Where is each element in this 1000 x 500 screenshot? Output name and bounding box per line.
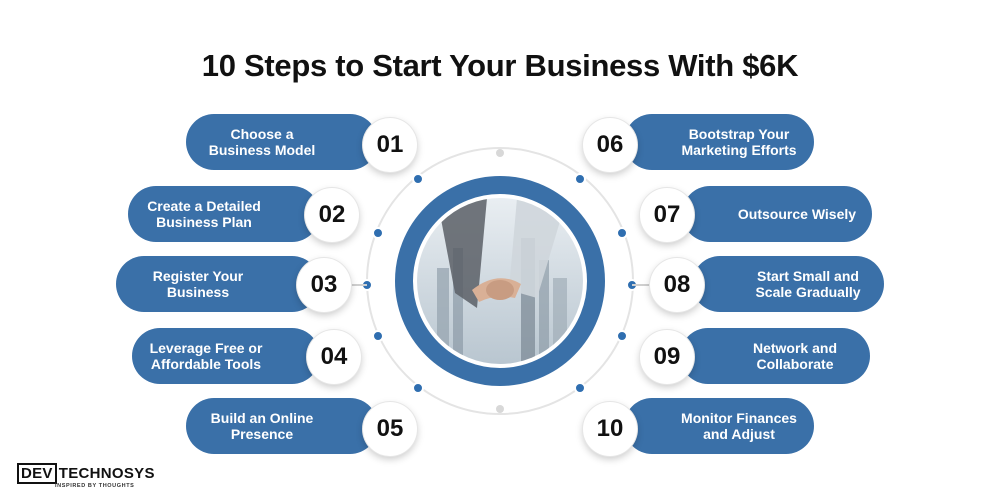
step-number-badge: 03	[297, 258, 351, 312]
step-pill: Leverage Free or Affordable Tools	[132, 328, 320, 384]
handshake-photo	[417, 198, 583, 364]
step-pill: Outsource Wisely	[682, 186, 872, 242]
orbit-dot	[616, 330, 628, 342]
step-number-badge: 06	[583, 118, 637, 172]
step-pill: Monitor Finances and Adjust	[624, 398, 814, 454]
step-label: Start Small and Scale Gradually	[755, 268, 861, 300]
orbit-dot	[412, 382, 424, 394]
orbit-dot	[574, 173, 586, 185]
step-pill: Choose a Business Model	[186, 114, 378, 170]
orbit-dots	[361, 149, 638, 413]
step-number-badge: 07	[640, 188, 694, 242]
step-number-badge: 01	[363, 118, 417, 172]
step-pill: Create a Detailed Business Plan	[128, 186, 320, 242]
orbit-dot	[616, 227, 628, 239]
step-pill: Start Small and Scale Gradually	[692, 256, 884, 312]
logo-name: TECHNOSYS	[58, 465, 155, 482]
orbit-endpoint-dot	[496, 149, 504, 157]
step-label: Bootstrap Your Marketing Efforts	[681, 126, 797, 158]
orbit-dot	[412, 173, 424, 185]
step-label: Network and Collaborate	[752, 340, 837, 372]
orbit-endpoint-dot	[496, 405, 504, 413]
orbit-dot	[574, 382, 586, 394]
step-number-badge: 09	[640, 330, 694, 384]
logo-dev-mark: DEV	[17, 463, 57, 484]
step-pill: Bootstrap Your Marketing Efforts	[624, 114, 814, 170]
step-pill: Register Your Business	[116, 256, 320, 312]
step-label: Create a Detailed Business Plan	[147, 198, 261, 230]
step-number-badge: 04	[307, 330, 361, 384]
orbit-dot	[372, 330, 384, 342]
step-label: Register Your Business	[152, 268, 244, 300]
step-number-badge: 05	[363, 402, 417, 456]
step-number-badge: 02	[305, 188, 359, 242]
step-label: Monitor Finances and Adjust	[681, 410, 797, 442]
step-number-badge: 08	[650, 258, 704, 312]
step-number-badge: 10	[583, 402, 637, 456]
orbit-dot	[372, 227, 384, 239]
page-title: 10 Steps to Start Your Business With $6K	[201, 48, 799, 83]
step-pill: Build an Online Presence	[186, 398, 378, 454]
step-label: Choose a Business Model	[208, 126, 316, 158]
step-label: Outsource Wisely	[737, 206, 857, 222]
step-label: Build an Online Presence	[210, 410, 314, 442]
step-label: Leverage Free or Affordable Tools	[149, 340, 263, 372]
step-pill: Network and Collaborate	[680, 328, 870, 384]
logo-tagline: INSPIRED BY THOUGHTS	[55, 483, 135, 489]
